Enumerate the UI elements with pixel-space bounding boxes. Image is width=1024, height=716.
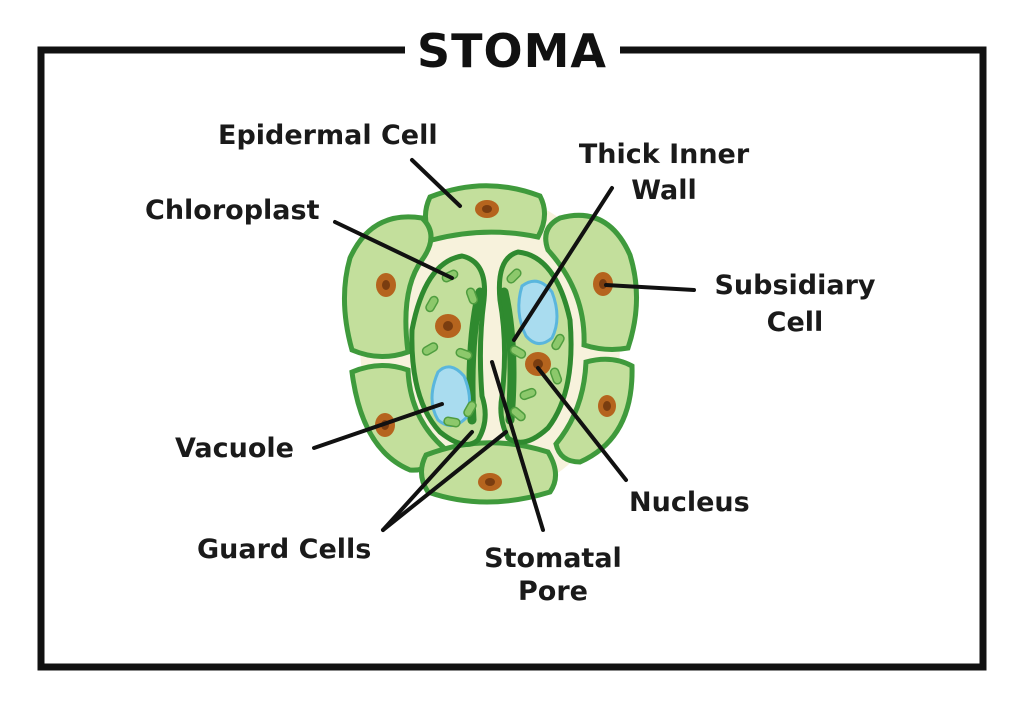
title-backdrop [405, 30, 620, 76]
guard-nuclei [435, 314, 551, 376]
leader-epidermal-cell [410, 158, 462, 208]
label-thick-inner-wall-line2: Wall [631, 175, 697, 206]
vacuoles [430, 279, 559, 427]
leader-guard-cells-right [381, 430, 508, 532]
label-vacuole: Vacuole [175, 433, 294, 464]
label-thick-inner-wall-line1: Thick Inner [579, 139, 750, 170]
leader-lines [312, 158, 696, 532]
stomatal-pore [486, 300, 496, 410]
label-guard-cells: Guard Cells [197, 534, 371, 565]
epidermal-cell-bottom [419, 440, 558, 505]
label-subsidiary-cell-line2: Cell [767, 307, 824, 338]
leader-thick-inner-wall [512, 186, 614, 342]
leader-subsidiary-cell [604, 283, 696, 292]
label-subsidiary-cell-line1: Subsidiary [714, 270, 875, 301]
label-epidermal-cell: Epidermal Cell [218, 120, 438, 151]
vacuole-right [517, 279, 559, 345]
leader-stomatal-pore [490, 360, 545, 532]
label-nucleus: Nucleus [629, 487, 750, 518]
vacuole-left [430, 365, 471, 427]
leader-vacuole [312, 402, 444, 450]
leader-chloroplast [333, 220, 454, 280]
leader-guard-cells-left [381, 430, 474, 532]
label-chloroplast: Chloroplast [145, 195, 320, 226]
epidermal-cell-bottom-right [553, 356, 635, 465]
diagram-title: STOMA [417, 24, 607, 78]
label-stomatal-pore-line2: Pore [518, 576, 588, 607]
label-stomatal-pore-line1: Stomatal [484, 543, 622, 574]
subsidiary-cell [543, 212, 639, 352]
chloroplasts [421, 268, 565, 428]
leader-nucleus [536, 366, 628, 482]
